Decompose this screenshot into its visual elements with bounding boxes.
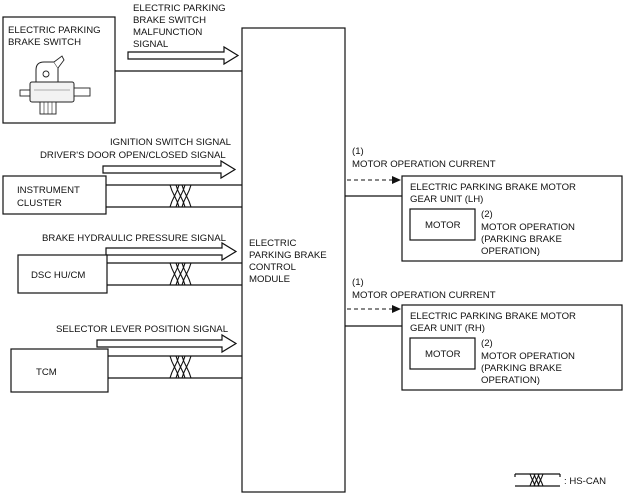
rh-op-label-line1: MOTOR OPERATION bbox=[481, 351, 575, 362]
lh-motor-box bbox=[409, 208, 476, 241]
instrument-cluster-label-line2: CLUSTER bbox=[17, 198, 62, 209]
hs-can-legend: : HS-CAN bbox=[514, 473, 606, 487]
rh-current-label: MOTOR OPERATION CURRENT bbox=[352, 290, 496, 301]
tcm-label: TCM bbox=[36, 367, 57, 378]
control-module-label-line2: PARKING BRAKE bbox=[249, 250, 327, 261]
dsc-signal-arrow bbox=[105, 241, 238, 262]
lh-op-label-line3: OPERATION) bbox=[481, 246, 540, 257]
hs-can-connection-cluster bbox=[106, 184, 242, 208]
switch-box-label-line2: BRAKE SWITCH bbox=[8, 37, 81, 48]
hs-can-connection-dsc bbox=[107, 262, 242, 286]
lh-unit-title-line1: ELECTRIC PARKING BRAKE MOTOR bbox=[410, 182, 576, 193]
rh-motor-label: MOTOR bbox=[425, 349, 461, 360]
parking-brake-switch-box: ELECTRIC PARKING BRAKE SWITCH bbox=[2, 16, 116, 124]
ignition-switch-signal-label: IGNITION SWITCH SIGNAL bbox=[110, 137, 232, 148]
lh-motor-label: MOTOR bbox=[425, 220, 461, 231]
instrument-cluster-label-line1: INSTRUMENT bbox=[17, 185, 80, 196]
lh-unit-title-line2: GEAR UNIT (LH) bbox=[410, 194, 483, 205]
rh-motor-box bbox=[409, 337, 476, 370]
control-module-label-line3: CONTROL bbox=[249, 262, 297, 273]
rh-current-number: (1) bbox=[352, 277, 364, 288]
switch-malfunction-signal-line2: BRAKE SWITCH bbox=[133, 15, 206, 26]
rh-unit-title-line2: GEAR UNIT (RH) bbox=[410, 323, 485, 334]
rh-current-arrow bbox=[347, 305, 401, 313]
brake-hydraulic-pressure-signal-label: BRAKE HYDRAULIC PRESSURE SIGNAL bbox=[42, 233, 227, 244]
rh-op-label-line3: OPERATION) bbox=[481, 375, 540, 386]
parking-brake-switch-icon bbox=[19, 55, 91, 115]
lh-current-number: (1) bbox=[352, 146, 364, 157]
control-module-label-line1: ELECTRIC bbox=[249, 238, 297, 249]
rh-op-label-line2: (PARKING BRAKE bbox=[481, 363, 562, 374]
hs-can-connection-tcm bbox=[108, 355, 242, 379]
cluster-signal-arrow bbox=[102, 159, 237, 180]
switch-malfunction-signal-line4: SIGNAL bbox=[133, 39, 169, 50]
switch-signal-arrow bbox=[127, 45, 240, 66]
hs-can-legend-label: : HS-CAN bbox=[564, 476, 606, 487]
lh-op-number: (2) bbox=[481, 209, 493, 220]
dsc-hu-cm-box: DSC HU/CM bbox=[17, 254, 108, 294]
switch-malfunction-signal-line3: MALFUNCTION bbox=[133, 27, 202, 38]
tcm-box: TCM bbox=[10, 348, 109, 393]
switch-box-label-line1: ELECTRIC PARKING bbox=[8, 25, 101, 36]
dsc-label: DSC HU/CM bbox=[31, 270, 85, 281]
lh-current-arrow bbox=[347, 176, 401, 184]
instrument-cluster-box: INSTRUMENT CLUSTER bbox=[2, 175, 107, 215]
tcm-signal-arrow bbox=[96, 333, 238, 354]
control-module-label-line4: MODULE bbox=[249, 274, 290, 285]
rh-unit-title-line1: ELECTRIC PARKING BRAKE MOTOR bbox=[410, 311, 576, 322]
rh-gear-unit-box: ELECTRIC PARKING BRAKE MOTOR GEAR UNIT (… bbox=[401, 304, 623, 391]
parking-brake-control-module: ELECTRIC PARKING BRAKE CONTROL MODULE bbox=[241, 27, 346, 493]
lh-op-label-line2: (PARKING BRAKE bbox=[481, 234, 562, 245]
selector-lever-position-signal-label: SELECTOR LEVER POSITION SIGNAL bbox=[56, 324, 229, 335]
switch-malfunction-signal-line1: ELECTRIC PARKING bbox=[133, 3, 226, 14]
lh-op-label-line1: MOTOR OPERATION bbox=[481, 222, 575, 233]
lh-current-label: MOTOR OPERATION CURRENT bbox=[352, 159, 496, 170]
door-signal-label: DRIVER'S DOOR OPEN/CLOSED SIGNAL bbox=[40, 150, 226, 161]
lh-gear-unit-box: ELECTRIC PARKING BRAKE MOTOR GEAR UNIT (… bbox=[401, 175, 623, 262]
rh-op-number: (2) bbox=[481, 338, 493, 349]
